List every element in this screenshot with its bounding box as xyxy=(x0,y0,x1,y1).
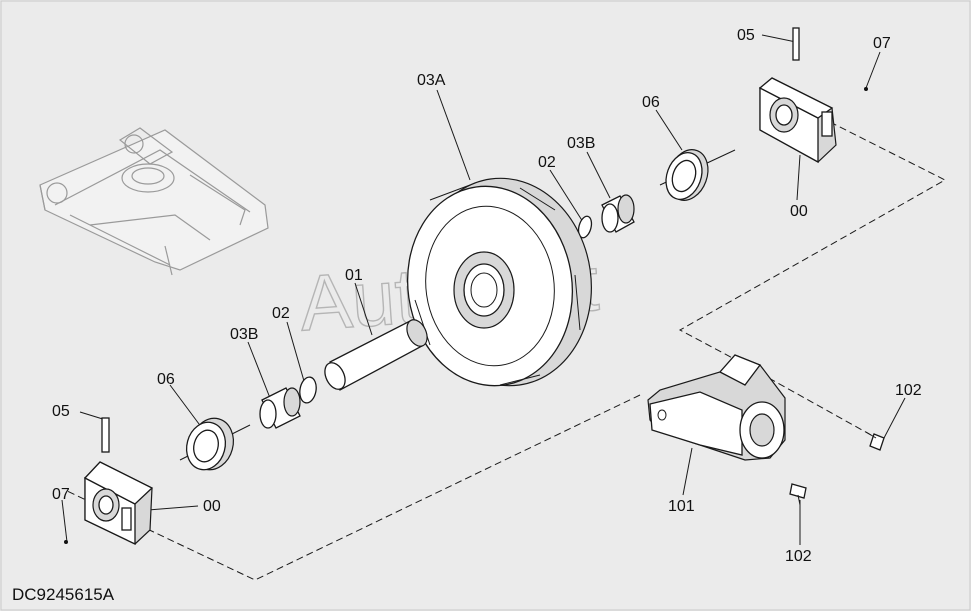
label-05-top: 05 xyxy=(737,27,755,44)
label-01: 01 xyxy=(345,267,363,284)
label-03b-top: 03B xyxy=(567,135,595,152)
floating-seal-top xyxy=(665,149,709,201)
idler-wheel xyxy=(406,177,592,387)
label-07-left: 07 xyxy=(52,486,70,503)
label-06-left: 06 xyxy=(157,371,175,388)
label-02-left: 02 xyxy=(272,305,290,322)
label-07-top: 07 xyxy=(873,35,891,52)
bolt-right xyxy=(865,431,885,451)
pin-left xyxy=(101,417,110,453)
grease-nipple-top xyxy=(864,87,868,91)
undercarriage-frame-ghost xyxy=(39,127,269,276)
label-102-right: 102 xyxy=(895,382,922,399)
o-ring-top xyxy=(577,215,593,239)
label-101: 101 xyxy=(668,498,695,515)
floating-seal-left xyxy=(185,417,234,471)
bushing-top xyxy=(601,194,635,233)
label-03b-left: 03B xyxy=(230,326,258,343)
grease-nipple-left xyxy=(64,540,68,544)
pin-top xyxy=(792,27,800,61)
label-00-left: 00 xyxy=(203,498,221,515)
drawing-code: DC9245615A xyxy=(12,585,115,604)
label-03a: 03A xyxy=(417,72,446,89)
bolt-bottom xyxy=(789,483,807,506)
label-05-left: 05 xyxy=(52,403,70,420)
shaft xyxy=(324,319,428,391)
label-00-top: 00 xyxy=(790,203,808,220)
label-102-bottom: 102 xyxy=(785,548,812,565)
bushing-left xyxy=(259,387,301,429)
label-06-top: 06 xyxy=(642,94,660,111)
label-02-top: 02 xyxy=(538,154,556,171)
o-ring-left xyxy=(299,376,317,404)
bearing-housing-top xyxy=(758,77,837,164)
bearing-housing-left xyxy=(83,461,154,546)
bracket xyxy=(647,354,786,461)
